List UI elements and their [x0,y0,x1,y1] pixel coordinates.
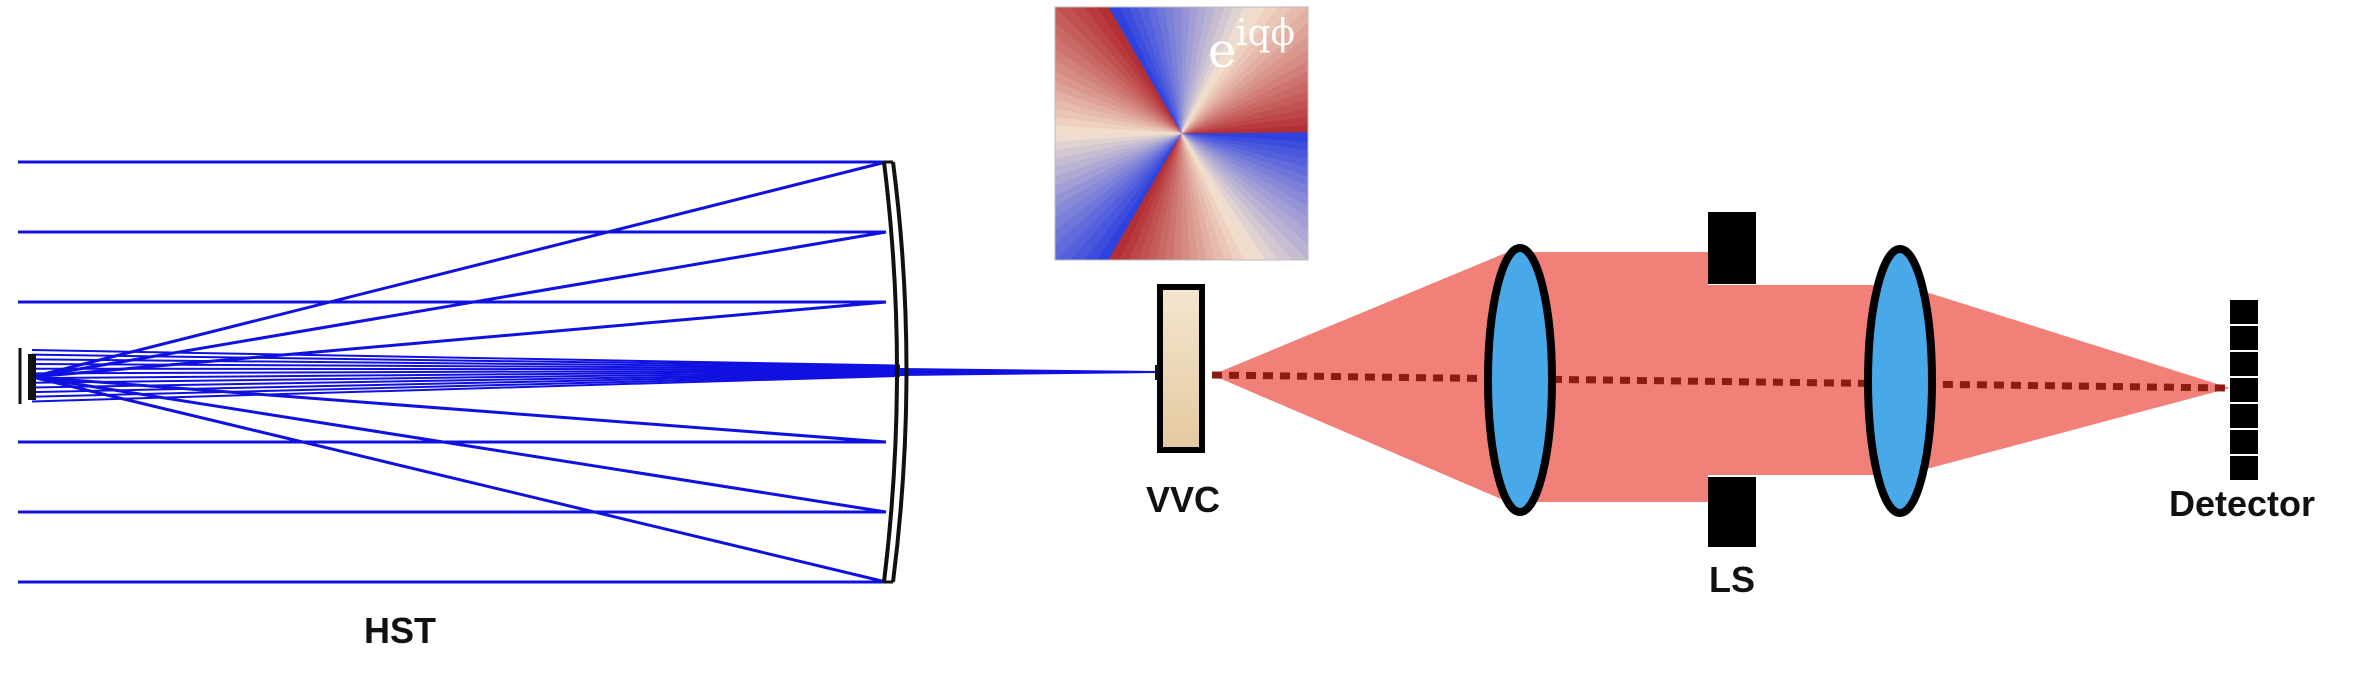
converging-ray [31,353,901,368]
converging-ray [31,373,901,394]
converging-ray [31,367,901,371]
relay-ray [899,371,1159,376]
converging-ray [31,373,901,398]
lens-1 [1484,244,1556,516]
converging-ray [31,349,901,367]
vvc-element [1157,284,1205,453]
converging-ray [31,363,901,370]
converging-ray [31,374,901,403]
phase-base: e [1208,23,1236,79]
detector-pixel [2230,300,2258,324]
detector-pixel [2230,456,2258,480]
phase-exponent: iqϕ [1236,13,1295,54]
detector-pixel [2230,404,2258,428]
converging-ray [31,358,901,369]
primary-mirror [882,160,909,584]
detector-pixel [2230,378,2258,402]
lyot-stop-top [1708,212,1756,284]
vortex-phase-inset [1054,6,1309,261]
detector-pixels [2230,300,2258,480]
telescope-label: HST [364,610,436,651]
red-beam [1212,252,2230,502]
reflected-ray [31,160,887,379]
reflected-ray [31,375,887,444]
detector-pixel [2230,326,2258,350]
converging-ray [31,371,901,384]
lyot-stop-bottom [1708,477,1756,547]
lens-2 [1864,245,1936,517]
reflected-ray [31,230,887,379]
detector-pixel [2230,352,2258,376]
detector-pixel [2230,430,2258,454]
converging-ray [31,372,901,389]
converging-ray [31,369,901,375]
vvc-label: VVC [1146,479,1220,520]
reflected-ray [31,375,887,584]
telescope-rays [18,160,1159,584]
converging-ray [31,370,901,380]
reflected-ray [31,375,887,514]
secondary-mirror [18,348,36,404]
detector-label: Detector [2169,483,2315,524]
lyot-stop-label: LS [1709,559,1755,600]
